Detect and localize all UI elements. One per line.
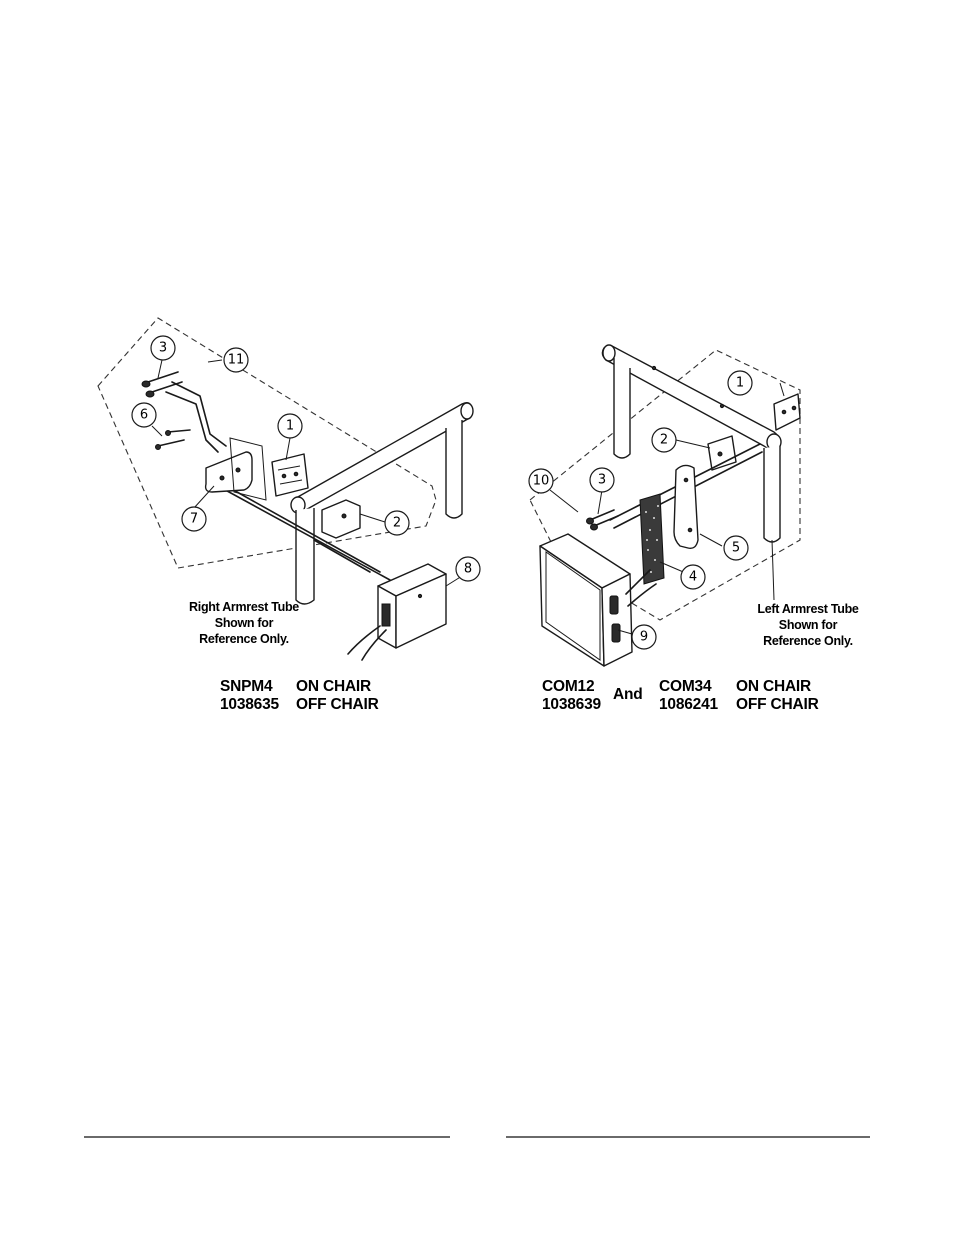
right-note-line-3: Reference Only. (763, 634, 853, 648)
right-status-on: ON CHAIR (736, 678, 811, 695)
left-callout-6: 6 (131, 402, 157, 428)
left-kit-boundary (97, 317, 437, 569)
svg-text:10: 10 (533, 474, 550, 489)
svg-text:1: 1 (736, 376, 744, 391)
right-first-code-1: COM12 (542, 678, 594, 695)
svg-text:8: 8 (464, 562, 472, 577)
left-screws-part-3 (141, 371, 183, 398)
right-assembly-drawing (529, 344, 801, 667)
left-mounting-plate-part-7 (204, 451, 253, 493)
svg-text:2: 2 (660, 433, 668, 448)
right-callout-2: 2 (651, 427, 677, 453)
left-callout-7: 7 (181, 506, 207, 532)
svg-text:6: 6 (140, 408, 148, 423)
right-armrest-tube-leg-back (445, 420, 463, 519)
left-note-line-1: Right Armrest Tube (189, 600, 299, 614)
left-callout-1: 1 (277, 413, 303, 439)
left-callout-11: 11 (223, 347, 249, 373)
svg-text:3: 3 (159, 341, 167, 356)
left-callout-8: 8 (455, 556, 481, 582)
svg-text:7: 7 (190, 512, 198, 527)
left-clamp-part-2 (321, 499, 361, 539)
left-clamp-bracket-part-1 (271, 453, 309, 497)
svg-text:3: 3 (598, 473, 606, 488)
svg-text:11: 11 (228, 353, 245, 368)
right-callout-10: 10 (528, 468, 554, 494)
right-clamp-bracket-part-1 (773, 393, 801, 431)
left-note-line-3: Reference Only. (199, 632, 289, 646)
svg-text:1: 1 (286, 419, 294, 434)
left-armrest-tube-leg-front (763, 446, 781, 543)
left-part-status-2: OFF CHAIR (296, 696, 379, 713)
left-callout-2: 2 (384, 510, 410, 536)
right-callout-5: 5 (723, 535, 749, 561)
right-first-code-2: 1038639 (542, 696, 602, 713)
left-part-status-1: ON CHAIR (296, 678, 371, 695)
right-second-code-1: COM34 (659, 678, 712, 695)
right-callout-4: 4 (680, 564, 706, 590)
svg-text:2: 2 (393, 516, 401, 531)
left-armrest-tube-leg-back (613, 358, 631, 459)
right-joiner-and: And (613, 686, 643, 703)
left-part-code-2: 1038635 (220, 696, 280, 713)
right-note-line-2: Shown for (779, 618, 838, 632)
right-kit-boundary (529, 349, 801, 621)
right-callout-1: 1 (727, 370, 753, 396)
right-callout-9: 9 (631, 624, 657, 650)
left-control-box-part-8 (347, 563, 447, 661)
right-note-line-1: Left Armrest Tube (757, 602, 859, 616)
left-assembly-drawing (97, 317, 474, 661)
right-callout-3: 3 (589, 467, 615, 493)
right-screws-part-3 (586, 509, 619, 531)
right-plate-part-5 (673, 464, 699, 550)
right-armrest-tube-leg-front (295, 508, 315, 605)
left-note-line-2: Shown for (215, 616, 274, 630)
svg-text:9: 9 (640, 630, 648, 645)
left-small-screws-part-6 (155, 429, 191, 450)
left-part-code-1: SNPM4 (220, 678, 273, 695)
right-status-off: OFF CHAIR (736, 696, 819, 713)
right-control-module-part-9 (539, 533, 657, 667)
right-second-code-2: 1086241 (659, 696, 719, 713)
right-grip-pad-part-4 (639, 493, 665, 585)
svg-text:4: 4 (689, 570, 697, 585)
left-callout-3: 3 (150, 335, 176, 361)
svg-text:5: 5 (732, 541, 740, 556)
